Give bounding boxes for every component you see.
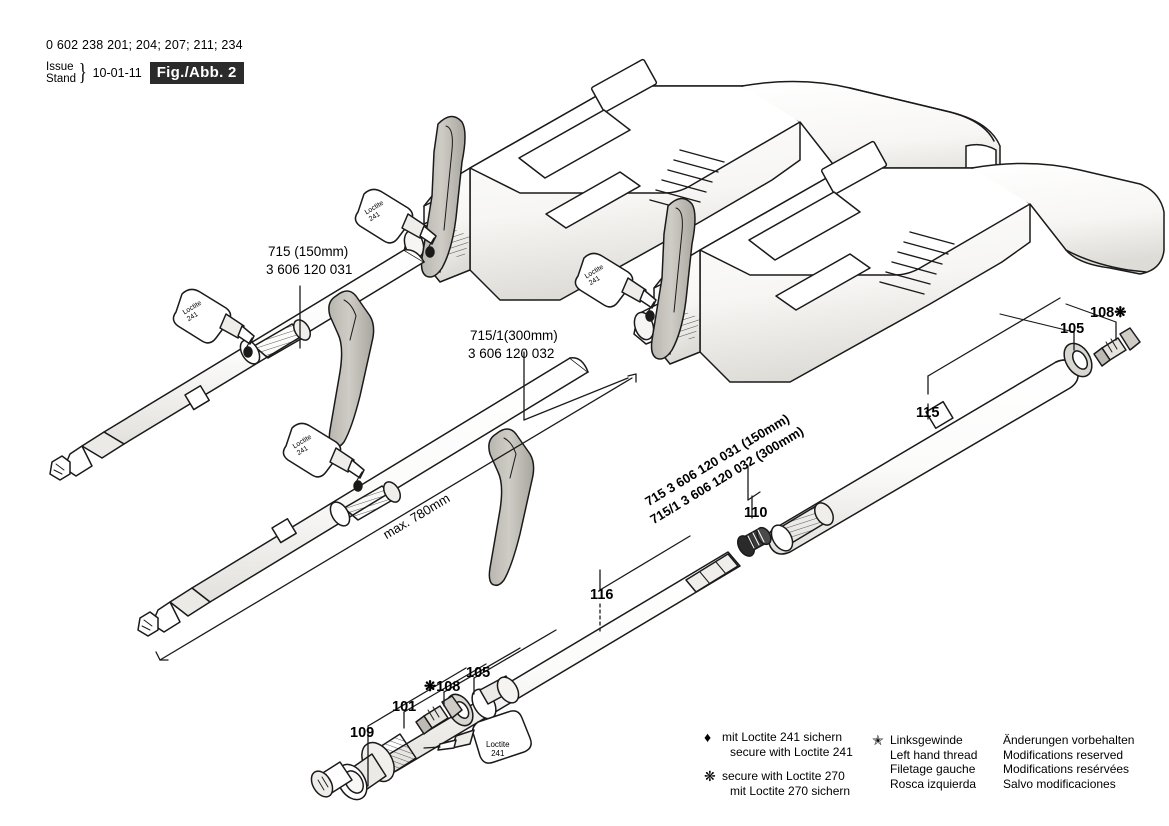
legend-241-en: secure with Loctite 241 bbox=[730, 744, 853, 759]
left-hand-thread-icon: ✭ bbox=[872, 732, 884, 748]
legend-item-left-hand-thread: ✭ Linksgewinde Left hand thread Filetage… bbox=[872, 733, 977, 791]
tool-body-upper-right bbox=[633, 140, 1165, 383]
callout-101: 101 bbox=[392, 699, 417, 715]
main-shaft-assembly bbox=[310, 327, 1141, 801]
callout-715-1-code: 3 606 120 032 bbox=[468, 346, 555, 361]
callout-108-upper: 108❋ bbox=[1090, 305, 1127, 321]
issue-stand-row: Issue Stand } 10-01-11 Fig./Abb. 2 bbox=[46, 58, 244, 88]
loctite-bottle-5 bbox=[423, 710, 532, 764]
callout-108-lower: ❋108 bbox=[424, 679, 461, 695]
legend-lht-es: Rosca izquierda bbox=[890, 776, 977, 791]
loctite-bottle-2 bbox=[354, 188, 437, 258]
issue-label: Issue bbox=[46, 60, 74, 73]
legend-lht-de: Linksgewinde bbox=[890, 733, 963, 747]
dimension-lines bbox=[155, 297, 1061, 771]
alignment-lines bbox=[999, 303, 1117, 333]
legend-270-de: mit Loctite 270 sichern bbox=[730, 783, 851, 798]
issue-stand-stack: Issue Stand bbox=[46, 61, 76, 86]
callout-116: 116 bbox=[590, 587, 614, 603]
legend-thread-column: ✭ Linksgewinde Left hand thread Filetage… bbox=[872, 733, 977, 801]
loctite-bottle-4 bbox=[282, 422, 365, 492]
collet-body-101 bbox=[336, 733, 417, 801]
coupling-715-1 bbox=[329, 481, 402, 527]
callout-115: 115 bbox=[916, 405, 940, 421]
screw-108-upper bbox=[1093, 327, 1141, 367]
callout-715-code: 3 606 120 031 bbox=[266, 262, 353, 277]
loctite-clover-icon: ❋ bbox=[704, 768, 716, 784]
callout-715: 715 (150mm) bbox=[268, 244, 349, 259]
loctite-clover-icon-inline: ❋ bbox=[1114, 305, 1127, 321]
legend-241-de: mit Loctite 241 sichern bbox=[722, 730, 843, 744]
loctite-bottle-label-5: Loctite 241 bbox=[486, 740, 510, 758]
callout-110: 110 bbox=[744, 505, 768, 521]
part-numbers-line: 0 602 238 201; 204; 207; 211; 234 bbox=[46, 38, 243, 52]
callout-105-upper: 105 bbox=[1060, 321, 1085, 337]
nut-109 bbox=[310, 761, 353, 798]
figure-badge: Fig./Abb. 2 bbox=[149, 62, 244, 84]
loctite-bottle-1 bbox=[172, 288, 255, 358]
issue-date: 10-01-11 bbox=[92, 66, 142, 80]
shaft-lower-end-group bbox=[310, 675, 520, 801]
brace-glyph: } bbox=[78, 60, 87, 86]
callout-109: 109 bbox=[350, 725, 375, 741]
screw-108 bbox=[415, 695, 463, 735]
coupling-outer-tube bbox=[770, 502, 834, 552]
legend-lht-en: Left hand thread bbox=[890, 747, 978, 762]
extension-shaft-715 bbox=[49, 249, 425, 481]
legend-mod-en: Modifications reserved bbox=[1003, 747, 1124, 762]
callout-715-1: 715/1(300mm) bbox=[470, 328, 558, 343]
washer-105-upper bbox=[1063, 342, 1093, 378]
ring-110 bbox=[736, 526, 772, 557]
legend-item-loctite-241: ♦ mit Loctite 241 sichern secure with Lo… bbox=[704, 730, 853, 759]
legend-item-loctite-270: ❋ secure with Loctite 270 mit Loctite 27… bbox=[704, 769, 853, 798]
legend-loctite-column: ♦ mit Loctite 241 sichern secure with Lo… bbox=[704, 730, 853, 808]
legend-modifications-column: Änderungen vorbehalten Modifications res… bbox=[1003, 733, 1134, 791]
loctite-drop-icon: ♦ bbox=[704, 729, 712, 745]
legend-mod-es: Salvo modificaciones bbox=[1003, 776, 1116, 791]
legend-mod-de: Änderungen vorbehalten bbox=[1003, 733, 1135, 747]
legend-270-en: secure with Loctite 270 bbox=[722, 769, 845, 783]
loctite-clover-icon-inline-2: ❋ bbox=[424, 679, 437, 695]
stand-label: Stand bbox=[46, 73, 77, 85]
loctite-bottle-3 bbox=[574, 252, 657, 322]
legend-mod-fr: Modifications resérvées bbox=[1003, 762, 1130, 776]
tool-body-upper-left bbox=[403, 58, 1001, 301]
callout-105-lower: 105 bbox=[466, 665, 491, 681]
leader-lines bbox=[299, 285, 1117, 787]
legend-lht-fr: Filetage gauche bbox=[890, 762, 976, 776]
extension-shaft-715-1 bbox=[137, 357, 589, 637]
